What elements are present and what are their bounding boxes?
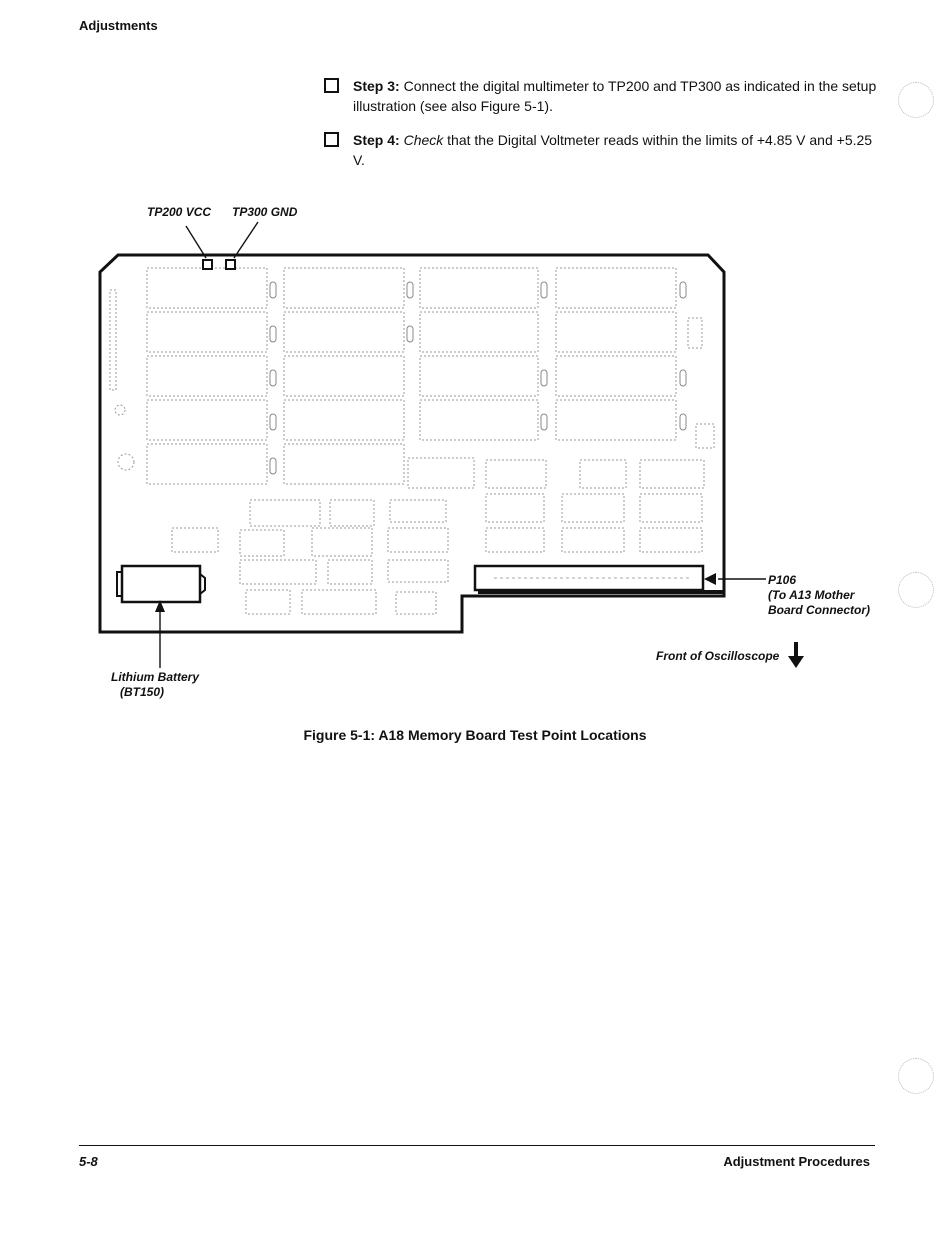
punch-hole-mark: [898, 1058, 934, 1094]
memory-chips: [109, 267, 715, 615]
step-3-label: Step 3:: [353, 78, 400, 94]
figure-title: Figure 5-1: A18 Memory Board Test Point …: [303, 727, 647, 743]
footer-rule: [79, 1145, 875, 1146]
p106-sub2: Board Connector): [768, 603, 870, 617]
tp200-test-point: [202, 259, 213, 270]
step-4-emphasis: Check: [403, 132, 444, 148]
tp300-label: TP300 GND: [232, 205, 298, 219]
step-3-body: Connect the digital multimeter to TP200 …: [353, 78, 877, 114]
step-4-body: that the Digital Voltmeter reads within …: [353, 132, 873, 168]
p106-sub1: (To A13 Mother: [768, 588, 856, 602]
tp200-label: TP200 VCC: [147, 205, 211, 219]
step-4-label: Step 4:: [353, 132, 400, 148]
punch-hole-mark: [898, 572, 934, 608]
chapter-title: Adjustment Procedures: [723, 1154, 870, 1169]
tp300-test-point: [225, 259, 236, 270]
punch-hole-mark: [898, 82, 934, 118]
step-4-checkbox[interactable]: [324, 132, 339, 147]
step-4: Step 4: Check that the Digital Voltmeter…: [324, 130, 884, 170]
battery-label: Lithium Battery: [111, 670, 200, 684]
memory-board-diagram: TP200 VCC TP300 GND P106 (To A13 Mother …: [98, 205, 870, 699]
step-3-checkbox[interactable]: [324, 78, 339, 93]
board-outline: [98, 253, 726, 634]
battery-outline: [120, 564, 202, 604]
page-number: 5-8: [79, 1154, 98, 1169]
front-label: Front of Oscilloscope: [656, 649, 780, 663]
step-3-text: Step 3: Connect the digital multimeter t…: [353, 76, 884, 116]
step-3: Step 3: Connect the digital multimeter t…: [324, 76, 884, 116]
step-4-text: Step 4: Check that the Digital Voltmeter…: [353, 130, 884, 170]
p106-label: P106: [768, 573, 796, 587]
battery-sub: (BT150): [120, 685, 164, 699]
front-arrow-icon: [788, 642, 804, 668]
capacitors: [269, 281, 687, 475]
section-header: Adjustments: [79, 18, 158, 33]
